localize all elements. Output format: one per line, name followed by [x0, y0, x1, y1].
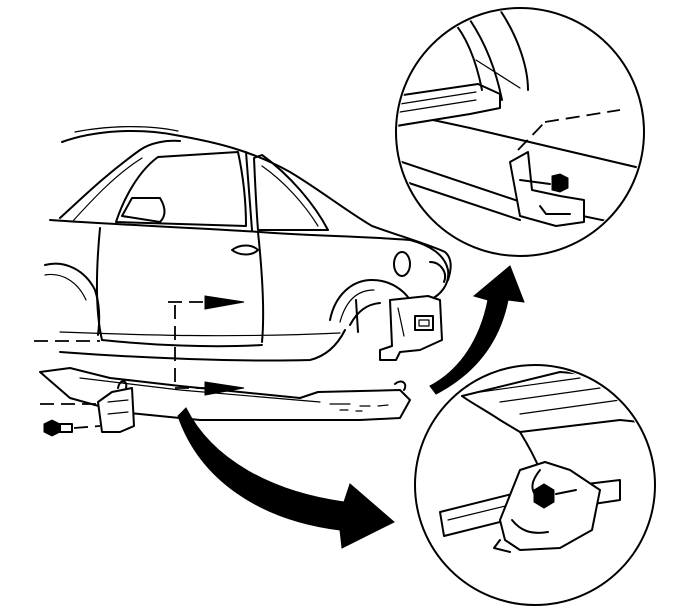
leader-dashes: [34, 305, 205, 405]
rocker-panel-molding: [39, 367, 411, 421]
car-body: [44, 126, 452, 362]
detail-view-clip-attachment: [414, 364, 656, 606]
direction-arrow-lower: [204, 381, 245, 396]
rear-wheel-opening-bracket: [379, 295, 443, 361]
retaining-bolt: [43, 419, 101, 437]
direction-arrow-upper: [168, 295, 245, 310]
front-mounting-bracket: [97, 380, 135, 433]
callout-arrow-lower-detail: [177, 407, 395, 549]
callout-arrow-upper-detail: [429, 265, 525, 395]
detail-view-rear-attachment: [395, 7, 645, 257]
